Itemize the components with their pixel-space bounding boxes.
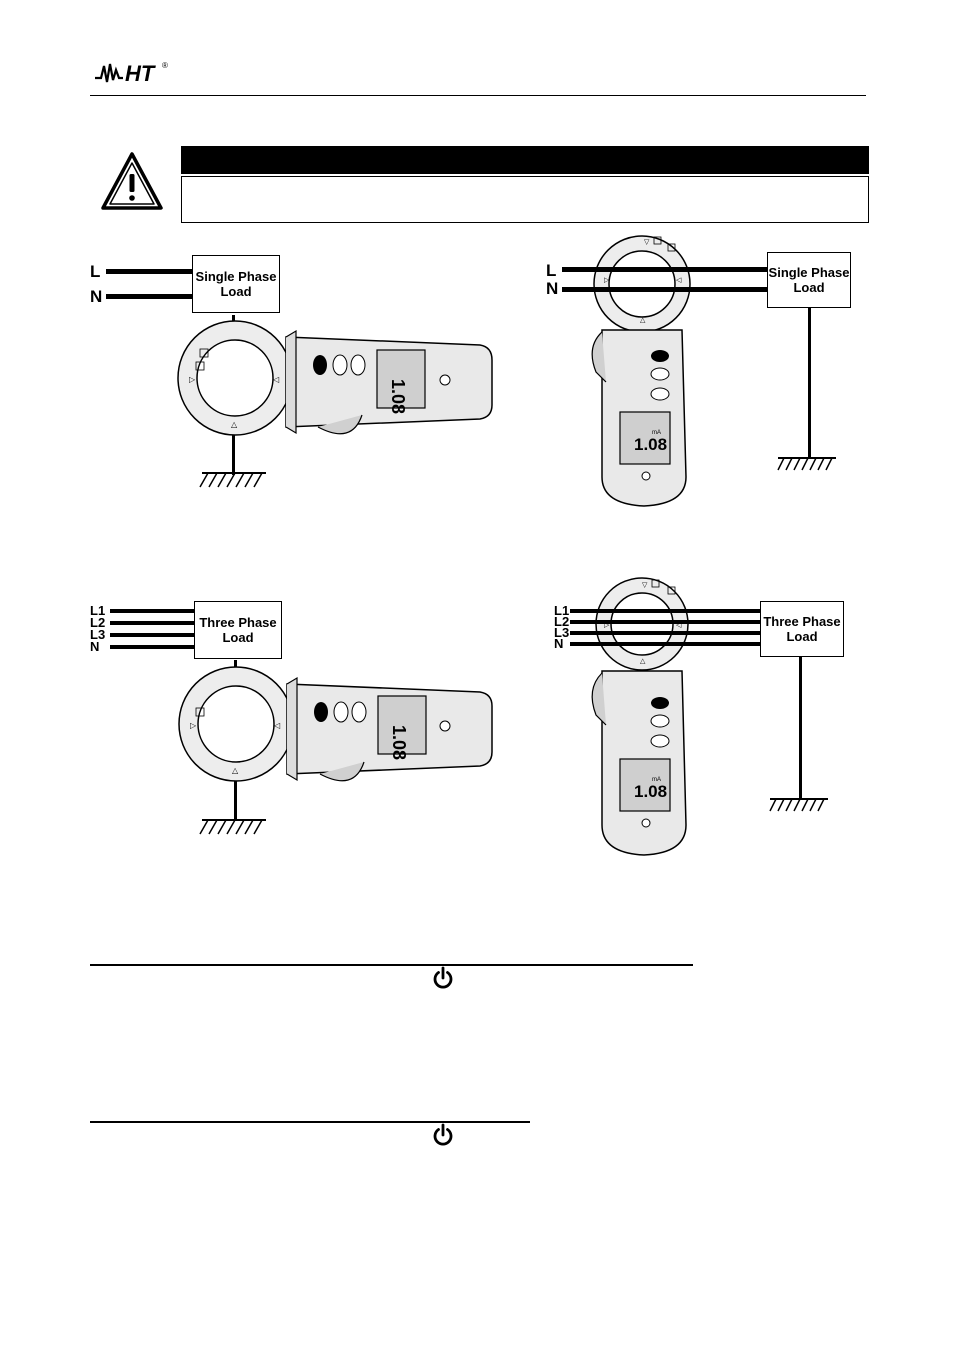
display-unit: mA [652, 430, 661, 436]
wire-label-l: L [90, 262, 101, 281]
wire-label-l: L [546, 261, 557, 280]
wire-label-n: N [90, 639, 100, 654]
logo-registered: ® [162, 61, 168, 70]
svg-text:▷: ▷ [604, 622, 610, 629]
section-rule-power-off [90, 1121, 530, 1123]
wire-label-l1: L1 [90, 603, 106, 618]
three-phase-horizontal-drawing: ▷ ◁ △ 1.08 [110, 609, 493, 835]
wire-label-l3: L3 [90, 627, 106, 642]
three-phase-vertical-drawing: ▷ ◁ △ ▽ 1.08 mA [570, 577, 828, 856]
ht-logo: HT ® [93, 58, 173, 86]
three-phase-load-box: Three Phase Load [760, 601, 844, 657]
wire-label-l1: L1 [554, 603, 570, 618]
svg-text:△: △ [640, 317, 646, 324]
display-value: 1.08 [634, 782, 667, 801]
single-phase-vertical-drawing: ▷ ◁ △ ▽ 1.08 mA [562, 235, 836, 507]
svg-text:△: △ [640, 658, 646, 665]
single-phase-load-box: Single Phase Load [192, 255, 280, 313]
svg-text:◁: ◁ [273, 375, 280, 384]
display-value: 1.08 [388, 379, 408, 414]
diagram-single-phase-horizontal: L N ▷ ◁ △ 1.08 Single Phase Load [90, 245, 500, 490]
display-unit: mA [652, 777, 661, 783]
wire-label-n: N [546, 279, 559, 298]
svg-text:▽: ▽ [642, 582, 648, 589]
diagram-single-phase-vertical: L N ▷ ◁ △ ▽ 1.08 mA Single Phase Load [540, 232, 851, 517]
svg-text:▷: ▷ [604, 277, 610, 284]
warning-triangle-icon [100, 150, 164, 212]
single-phase-horizontal-drawing: ▷ ◁ △ 1.08 [106, 269, 493, 488]
warning-title-bar [181, 146, 869, 174]
svg-text:▽: ▽ [644, 239, 650, 246]
wire-label-l2: L2 [554, 614, 570, 629]
svg-text:△: △ [232, 766, 239, 775]
svg-text:△: △ [231, 420, 238, 429]
section-rule-power-on [90, 964, 693, 966]
svg-text:◁: ◁ [676, 277, 682, 284]
three-phase-load-box: Three Phase Load [194, 601, 282, 659]
svg-text:◁: ◁ [676, 622, 682, 629]
wire-label-n: N [554, 636, 564, 651]
svg-text:▷: ▷ [190, 721, 197, 730]
warning-text-box [181, 176, 869, 223]
diagram-three-phase-horizontal: L1 L2 L3 N ▷ ◁ △ 1.08 Three Phase Load [88, 598, 500, 838]
power-icon [432, 966, 454, 990]
wire-label-l3: L3 [554, 625, 570, 640]
diagram-three-phase-vertical: L1 L2 L3 N ▷ ◁ △ ▽ 1.08 mA Three Phase [550, 577, 846, 860]
svg-text:◁: ◁ [274, 721, 281, 730]
power-icon [432, 1123, 454, 1147]
display-value: 1.08 [634, 435, 667, 454]
wire-label-n: N [90, 287, 103, 306]
display-value: 1.08 [389, 725, 409, 760]
wire-label-l2: L2 [90, 615, 106, 630]
single-phase-load-box: Single Phase Load [767, 252, 851, 308]
logo-text: HT [125, 61, 156, 86]
svg-text:▷: ▷ [189, 375, 196, 384]
header-rule [90, 95, 866, 96]
